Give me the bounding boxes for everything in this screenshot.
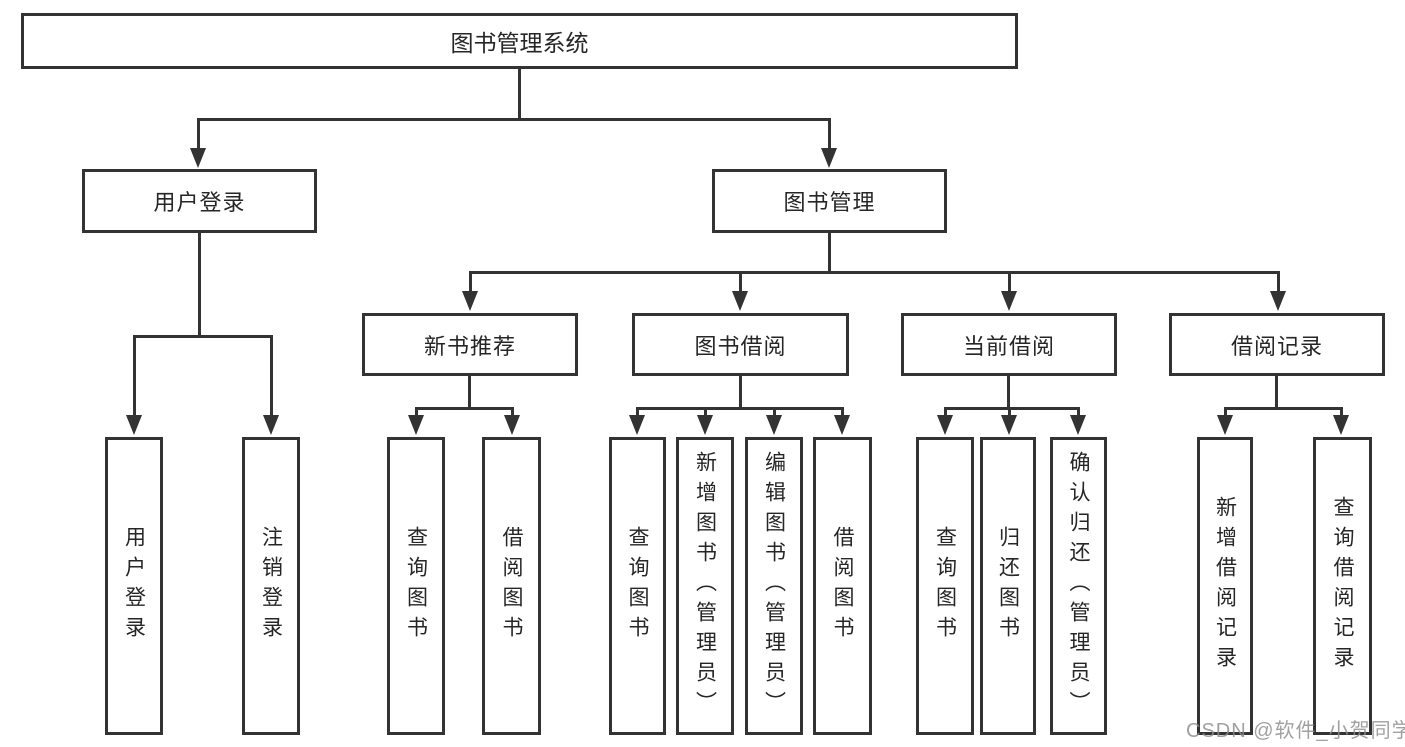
node-book-borrow: 图书借阅 [632,313,849,376]
node-book-management-label: 图书管理 [783,190,876,215]
connector-arrow-query-books-recommend [408,407,424,435]
leaf-borrow-books-borrow-label: 借阅图书 [831,526,854,646]
leaf-query-books-borrow: 查询图书 [609,437,666,735]
leaf-add-books-admin-label: 新增图书（管理员） [693,451,717,721]
node-user-login-label: 用户登录 [153,190,246,215]
connector-book-borrow-stem [739,376,742,409]
node-borrow-records-label: 借阅记录 [1230,333,1323,359]
connector-arrow-query-borrow-record [1333,407,1349,435]
connector-current-borrow-stem [1007,376,1010,409]
node-book-borrow-label: 图书借阅 [694,333,787,359]
node-user-login: 用户登录 [82,169,317,233]
connector-arrow-query-books-current [937,407,953,435]
leaf-edit-books-admin: 编辑图书（管理员） [745,437,803,735]
leaf-logout-login-label: 注销登录 [259,526,283,646]
leaf-return-books: 归还图书 [980,437,1036,735]
node-book-management: 图书管理 [712,169,947,233]
leaf-edit-books-admin-label: 编辑图书（管理员） [762,451,786,721]
connector-arrow-book-borrow [732,271,748,311]
connector-borrow-records-stem [1275,376,1278,409]
connector-arrow-leaf-logout [263,335,279,435]
node-root-label: 图书管理系统 [450,30,589,56]
connector-user-login-bar [133,335,273,338]
connector-new-book-recommend-bar [415,407,514,410]
connector-arrow-leaf-user-login [126,335,142,435]
connector-current-borrow-bar [944,407,1080,410]
connector-arrow-return-books [1001,407,1017,435]
node-new-book-recommend: 新书推荐 [362,313,578,376]
connector-book-borrow-bar [636,407,844,410]
connector-borrow-records-bar [1224,407,1343,410]
connector-arrow-confirm-return-admin [1070,407,1086,435]
connector-arrow-borrow-records [1270,271,1286,311]
leaf-return-books-label: 归还图书 [996,526,1020,646]
node-current-borrow-label: 当前借阅 [962,333,1055,359]
connector-arrow-add-borrow-record [1217,407,1233,435]
connector-root-stem [518,69,521,120]
node-borrow-records: 借阅记录 [1169,313,1385,376]
leaf-query-borrow-record: 查询借阅记录 [1313,437,1372,735]
leaf-confirm-return-admin-label: 确认归还（管理员） [1067,451,1090,721]
connector-arrow-book-management [821,118,837,168]
connector-arrow-new-book-recommend [462,271,478,311]
leaf-query-borrow-record-label: 查询借阅记录 [1331,496,1354,676]
connector-user-login-stem [198,233,201,337]
connector-arrow-user-login [190,118,206,168]
leaf-logout-login: 注销登录 [242,437,300,735]
connector-root-bar [197,118,830,121]
connector-new-book-recommend-stem [468,376,471,409]
connector-arrow-current-borrow [1001,271,1017,311]
csdn-watermark: CSDN @软件_小贺同学 [1186,720,1405,742]
node-new-book-recommend-label: 新书推荐 [423,333,516,359]
leaf-add-books-admin: 新增图书（管理员） [676,437,734,735]
connector-arrow-add-books-admin [697,407,713,435]
connector-book-management-stem [828,233,831,274]
leaf-user-login-label: 用户登录 [122,526,146,646]
connector-arrow-query-books-borrow [629,407,645,435]
node-current-borrow: 当前借阅 [901,313,1117,376]
leaf-query-books-borrow-label: 查询图书 [626,526,649,646]
leaf-query-books-current-label: 查询图书 [933,526,957,646]
leaf-query-books-current: 查询图书 [916,437,974,735]
connector-book-management-bar [469,271,1279,274]
connector-arrow-borrow-books-borrow [834,407,850,435]
leaf-add-borrow-record-label: 新增借阅记录 [1213,496,1237,676]
leaf-user-login: 用户登录 [105,437,163,735]
leaf-borrow-books-borrow: 借阅图书 [813,437,872,735]
leaf-query-books-recommend-label: 查询图书 [404,526,428,646]
connector-arrow-edit-books-admin [766,407,782,435]
leaf-add-borrow-record: 新增借阅记录 [1197,437,1253,735]
node-root: 图书管理系统 [21,13,1018,69]
leaf-borrow-books-recommend: 借阅图书 [482,437,541,735]
leaf-confirm-return-admin: 确认归还（管理员） [1050,437,1107,735]
leaf-borrow-books-recommend-label: 借阅图书 [500,526,523,646]
connector-arrow-borrow-books-recommend [504,407,520,435]
leaf-query-books-recommend: 查询图书 [387,437,445,735]
